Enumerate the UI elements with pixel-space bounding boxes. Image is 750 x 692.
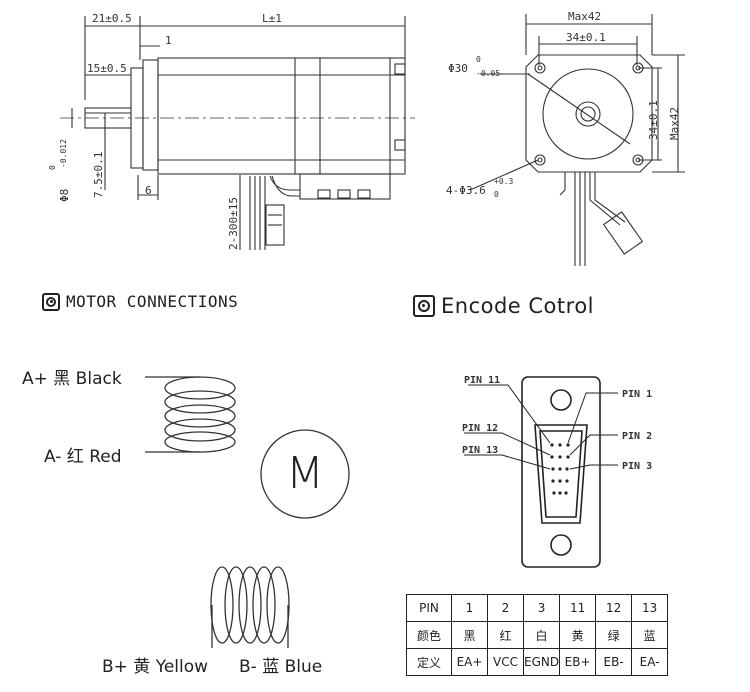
- target-icon: [42, 292, 60, 311]
- table-cell: EB+: [559, 648, 597, 676]
- motor-symbol-letter: M: [286, 448, 324, 499]
- pin-2-callout: PIN 2: [622, 431, 652, 442]
- dim-cable-length: 2-300±15: [227, 197, 240, 250]
- table-cell: 白: [522, 621, 561, 649]
- dim-flat-depth: 7.5±0.1: [92, 152, 105, 198]
- dim-holes-tol-lower: 0: [494, 190, 499, 199]
- table-cell: 黑: [451, 621, 488, 649]
- table-cell: EB-: [595, 648, 633, 676]
- motor-winding-diagram: M: [145, 376, 350, 648]
- motor-front-view-drawing: Max42 34±0.1 Φ30 0 -0.05 34±0.1 Max42 4-…: [446, 10, 685, 266]
- table-row: 颜色 黑 红 白 黄 绿 蓝: [406, 621, 669, 649]
- target-icon: [413, 295, 435, 317]
- table-cell: 3: [522, 594, 561, 622]
- table-row: 定义 EA+ VCC EGND EB+ EB- EA-: [406, 648, 669, 676]
- dim-flange-thickness: 6: [145, 184, 152, 197]
- table-cell: 黄: [559, 621, 597, 649]
- table-cell: 绿: [595, 621, 633, 649]
- table-cell: 颜色: [406, 621, 452, 649]
- dim-body-length: L±1: [262, 12, 282, 25]
- dim-max-height: Max42: [668, 107, 681, 140]
- table-cell: EA-: [631, 648, 669, 676]
- db15-connector-diagram: PIN 11 PIN 12 PIN 13 PIN 1 PIN 2 PIN 3: [462, 375, 652, 568]
- dim-hole-spacing-vertical: 34±0.1: [647, 100, 660, 140]
- dim-holes-tol-upper: +0.3: [494, 177, 513, 186]
- dim-pilot-tol-lower: -0.05: [476, 69, 500, 78]
- wire-a-plus-label: A+ 黑 Black: [22, 369, 122, 389]
- table-cell: 2: [487, 594, 524, 622]
- encoder-heading: Encode Cotrol: [413, 294, 594, 318]
- wire-b-plus-label: B+ 黄 Yellow: [102, 657, 209, 677]
- dim-step: 1: [165, 34, 172, 47]
- dim-pilot-tol-upper: 0: [476, 55, 481, 64]
- dim-shaft-diameter: Φ8: [58, 189, 71, 202]
- table-cell: EA+: [451, 648, 488, 676]
- dim-shaft-flat: 15±0.5: [87, 62, 127, 75]
- table-cell: EGND: [522, 648, 561, 676]
- dim-pilot-diameter: Φ30: [448, 62, 468, 75]
- table-row: PIN 1 2 3 11 12 13: [406, 594, 669, 622]
- motor-connections-heading: MOTOR CONNECTIONS: [42, 292, 238, 311]
- table-cell: 定义: [406, 648, 452, 676]
- pin-11-callout: PIN 11: [464, 375, 500, 386]
- table-cell: 红: [487, 621, 524, 649]
- wire-b-minus-label: B- 蓝 Blue: [239, 657, 323, 677]
- table-cell: PIN: [406, 594, 452, 622]
- pin-1-callout: PIN 1: [622, 389, 652, 400]
- dim-shaft-length: 21±0.5: [92, 12, 132, 25]
- pin-13-callout: PIN 13: [462, 445, 498, 456]
- table-cell: 13: [631, 594, 669, 622]
- table-cell: VCC: [487, 648, 524, 676]
- encoder-title: Encode Cotrol: [441, 294, 594, 318]
- dim-max-width: Max42: [568, 10, 601, 23]
- motor-connections-title: MOTOR CONNECTIONS: [66, 292, 239, 311]
- table-cell: 11: [559, 594, 597, 622]
- table-cell: 12: [595, 594, 633, 622]
- dim-shaft-tol-upper: 0: [48, 165, 57, 170]
- encoder-pin-table: PIN 1 2 3 11 12 13 颜色 黑 红 白 黄 绿 蓝 定义 EA+…: [406, 594, 669, 676]
- dim-mount-holes: 4-Φ3.6: [446, 184, 486, 197]
- dim-hole-spacing-horizontal: 34±0.1: [566, 31, 606, 44]
- table-cell: 1: [451, 594, 488, 622]
- dim-shaft-tol-lower: -0.012: [59, 139, 68, 168]
- motor-side-view-drawing: 21±0.5 L±1 1 15±0.5 Φ8 0 -0.012 7.5±0.1 …: [48, 12, 415, 250]
- pin-3-callout: PIN 3: [622, 461, 652, 472]
- pin-12-callout: PIN 12: [462, 423, 498, 434]
- table-cell: 蓝: [631, 621, 669, 649]
- wire-a-minus-label: A- 红 Red: [44, 447, 122, 467]
